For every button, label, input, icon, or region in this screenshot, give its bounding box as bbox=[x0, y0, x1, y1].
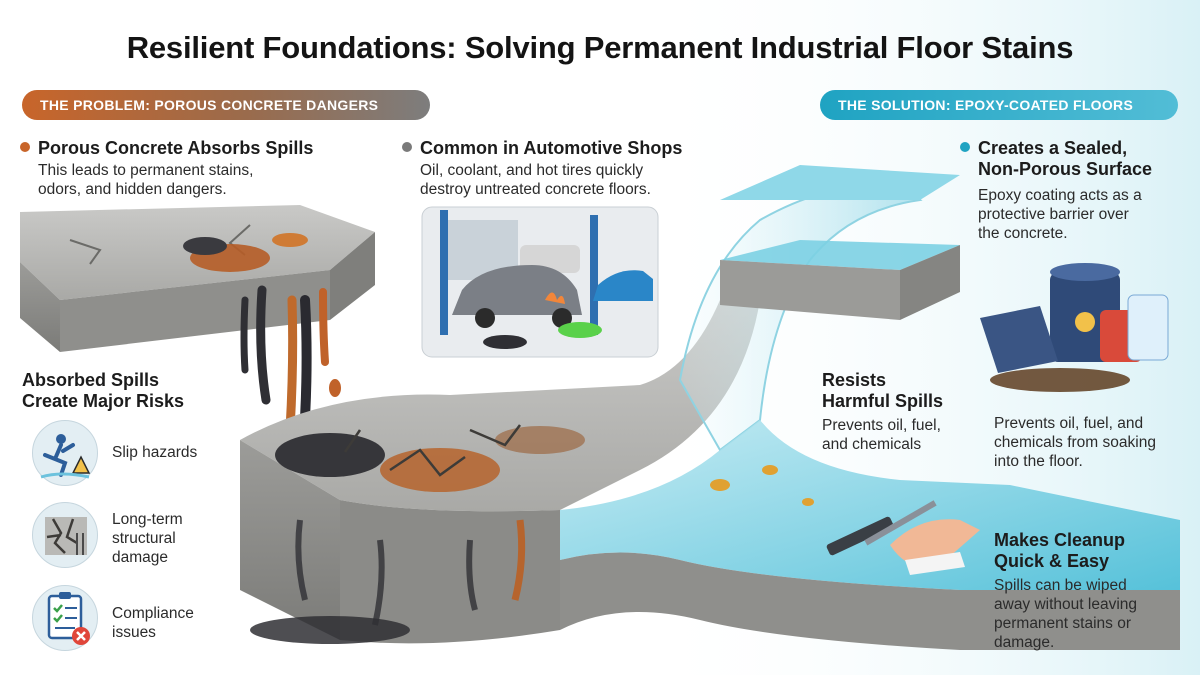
risk-slip-label: Slip hazards bbox=[112, 444, 198, 461]
automotive-body: Oil, coolant, and hot tires quickly dest… bbox=[420, 162, 651, 198]
epoxy-coated-slab bbox=[720, 165, 960, 320]
chemical-barrels bbox=[980, 263, 1169, 392]
problem-banner: THE PROBLEM: POROUS CONCRETE DANGERS bbox=[22, 90, 430, 120]
risk-compliance-label: Compliance issues bbox=[112, 605, 194, 641]
sealed-heading-line2: Non-Porous Surface bbox=[978, 159, 1153, 179]
bullet-dot-icon bbox=[960, 142, 970, 152]
cleanup-body: Spills can be wiped away without leaving… bbox=[994, 577, 1138, 651]
prevents-soaking-text: Prevents oil, fuel, and chemicals from s… bbox=[994, 415, 1156, 470]
cleanup-section: Makes Cleanup Quick & Easy Spills can be… bbox=[994, 530, 1194, 652]
cleanup-heading: Makes Cleanup Quick & Easy bbox=[994, 530, 1126, 571]
porous-concrete-slab bbox=[20, 205, 375, 352]
automotive-section: Common in Automotive Shops Oil, coolant,… bbox=[402, 138, 742, 199]
sealed-surface-section: Creates a Sealed, Non-Porous Surface Epo… bbox=[960, 138, 1190, 243]
bullet-dot-icon bbox=[20, 142, 30, 152]
squeegee-cleanup bbox=[826, 500, 980, 575]
page-title: Resilient Foundations: Solving Permanent… bbox=[126, 30, 1074, 65]
compliance-clipboard-icon bbox=[32, 585, 98, 651]
slip-hazard-icon bbox=[32, 420, 98, 486]
automotive-shop-scene bbox=[421, 206, 659, 358]
sealed-body: Epoxy coating acts as a protective barri… bbox=[978, 187, 1142, 242]
epoxy-sheet-flow bbox=[560, 183, 1180, 650]
porous-body: This leads to permanent stains, odors, a… bbox=[38, 162, 254, 198]
risks-heading: Absorbed Spills Create Major Risks bbox=[22, 370, 185, 411]
bullet-dot-icon bbox=[402, 142, 412, 152]
stained-concrete-block bbox=[240, 300, 760, 644]
resists-heading: Resists Harmful Spills bbox=[822, 370, 944, 411]
solution-banner: THE SOLUTION: EPOXY-COATED FLOORS bbox=[820, 90, 1178, 120]
resists-spills-section: Resists Harmful Spills Prevents oil, fue… bbox=[822, 370, 982, 454]
resists-body: Prevents oil, fuel, and chemicals bbox=[822, 417, 941, 453]
spill-splashes bbox=[710, 465, 814, 506]
automotive-heading: Common in Automotive Shops bbox=[420, 138, 683, 158]
porous-heading: Porous Concrete Absorbs Spills bbox=[38, 138, 314, 158]
sealed-heading-line1: Creates a Sealed, bbox=[978, 138, 1128, 158]
porous-concrete-section: Porous Concrete Absorbs Spills This lead… bbox=[20, 138, 400, 199]
cracked-concrete-icon bbox=[32, 502, 98, 568]
risk-structural-label: Long-term structural damage bbox=[112, 511, 183, 566]
